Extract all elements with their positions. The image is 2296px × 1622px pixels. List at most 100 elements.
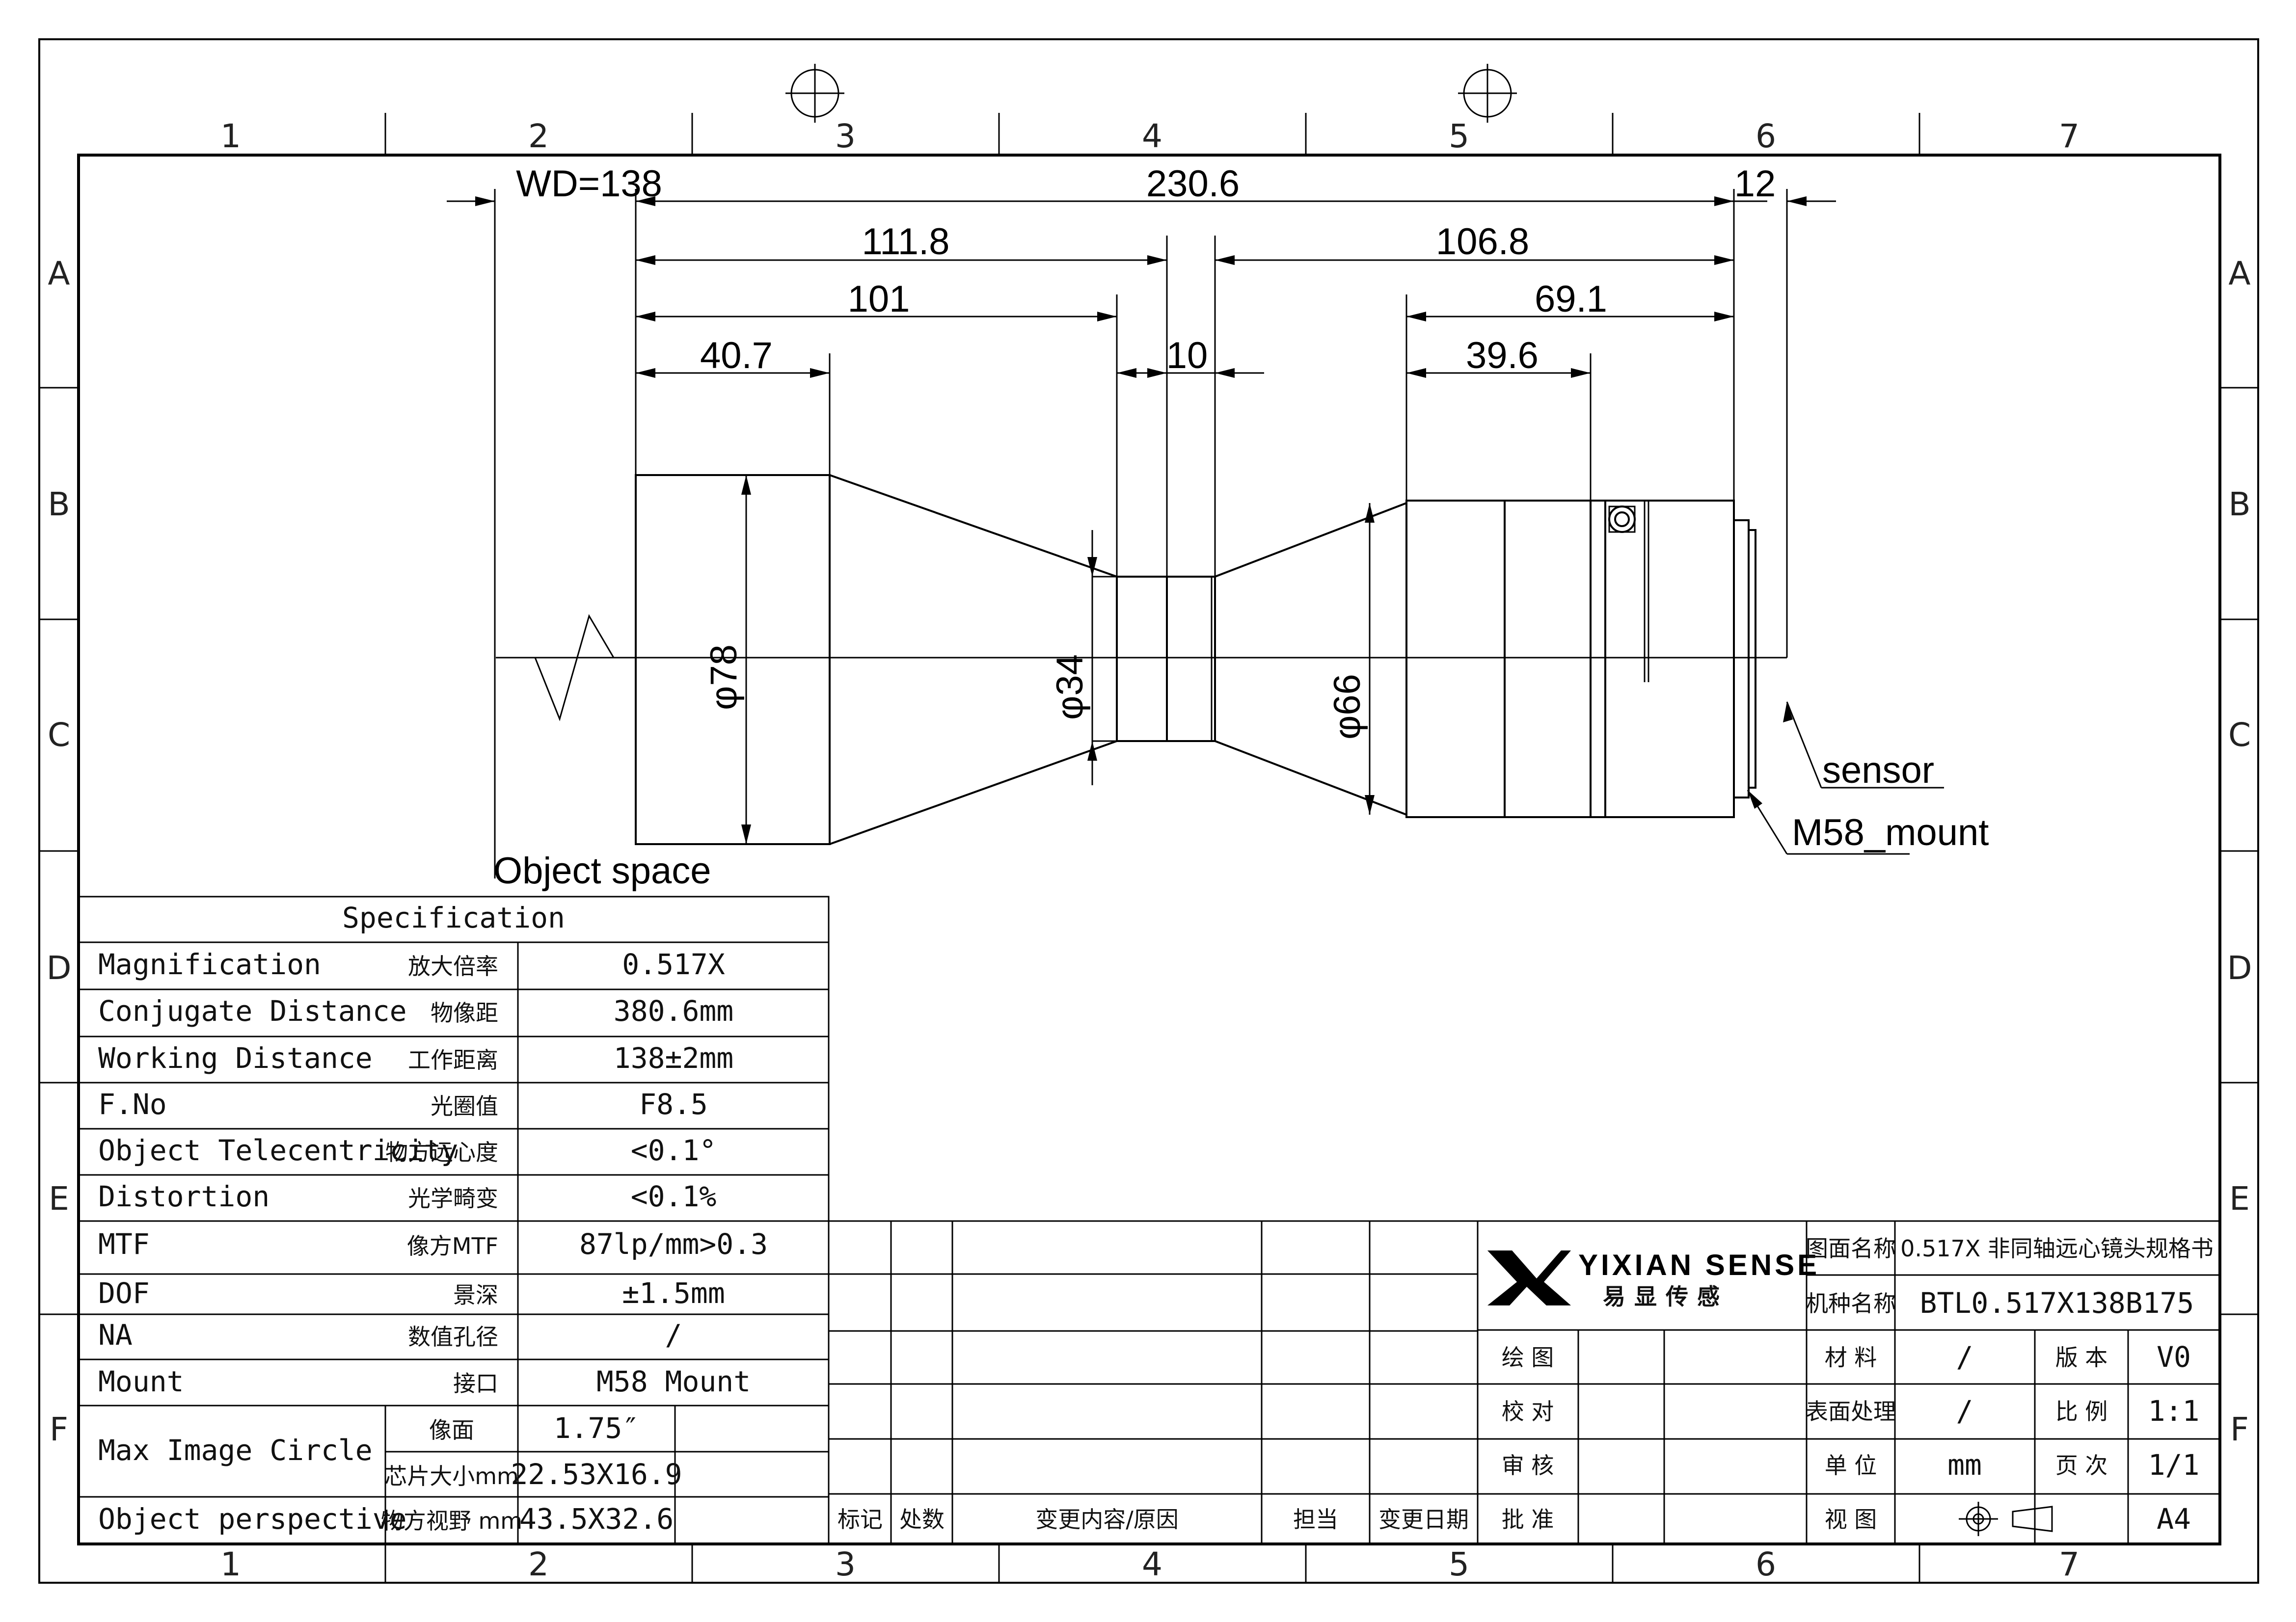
callout-sensor: sensor [1822, 749, 1934, 791]
spec-val: 1.75″ [554, 1411, 640, 1445]
revision-header: 变更日期 [1378, 1506, 1469, 1533]
spec-val: 0.517X [622, 948, 725, 981]
callout-object-space: Object space [493, 850, 711, 892]
spec-val: M58 Mount [596, 1365, 751, 1398]
dim-rear-barrel: 39.6 [1466, 335, 1539, 376]
lens-outline [496, 474, 1787, 845]
zone-col-4-bottom: 4 [1142, 1545, 1162, 1583]
dim-dia-front: φ78 [703, 644, 745, 710]
zone-col-6-bottom: 6 [1756, 1545, 1776, 1583]
revision-header: 变更内容/原因 [1035, 1506, 1179, 1533]
spec-en: Conjugate Distance [98, 994, 407, 1028]
spec-en: Distortion [98, 1180, 270, 1213]
spec-en: Object perspective [98, 1502, 407, 1536]
zone-col-6-top: 6 [1756, 117, 1776, 155]
spec-cn: 光学畸变 [408, 1185, 498, 1212]
dim-front-to-mid: 111.8 [862, 221, 950, 263]
spec-val: 43.5X32.6 [519, 1502, 674, 1536]
revision-header: 处数 [899, 1506, 945, 1533]
spec-table [78, 896, 830, 1545]
zone-row-B-right: B [2228, 485, 2250, 523]
dim-rear-to-mount: 69.1 [1535, 278, 1607, 320]
drawing-name: 0.517X 非同轴远心镜头规格书 [1900, 1235, 2214, 1262]
page-value: 1/1 [2148, 1448, 2200, 1482]
zone-col-7-bottom: 7 [2059, 1545, 2080, 1583]
spec-val: 87lp/mm>0.3 [579, 1227, 768, 1261]
dim-front-barrel: 40.7 [700, 335, 773, 376]
spec-val: <0.1° [631, 1134, 717, 1167]
spec-cn: 接口 [453, 1370, 498, 1397]
drawing-name-label: 图面名称 [1806, 1235, 1896, 1262]
spec-cn: 景深 [453, 1282, 498, 1308]
spec-cn: 像方MTF [407, 1233, 498, 1259]
callout-mount: M58_mount [1792, 812, 1989, 853]
unit-label: 单 位 [1825, 1452, 1877, 1479]
version-value: V0 [2157, 1340, 2191, 1374]
zone-row-E-left: E [49, 1180, 69, 1218]
dim-rear-group: 106.8 [1436, 221, 1529, 263]
zone-row-E-right: E [2229, 1180, 2250, 1218]
spec-cn: 物方视野 mm [381, 1508, 522, 1534]
brand-name: YIXIAN SENSE [1578, 1249, 1820, 1281]
zone-row-D-left: D [47, 949, 72, 987]
zone-row-D-right: D [2227, 949, 2252, 987]
dim-wd: WD=138 [516, 163, 662, 205]
zone-col-1-top: 1 [220, 117, 241, 155]
spec-val: F8.5 [639, 1088, 708, 1121]
spec-cn: 放大倍率 [408, 953, 498, 980]
zone-row-F-left: F [50, 1410, 68, 1448]
centering-mark-icon [785, 64, 1517, 123]
dim-front-to-neck: 101 [848, 278, 910, 320]
model-name: BTL0.517X138B175 [1920, 1286, 2194, 1320]
zone-col-4-top: 4 [1142, 117, 1162, 155]
spec-cn: 数值孔径 [408, 1324, 498, 1350]
zone-col-3-top: 3 [835, 117, 856, 155]
outer-frame [38, 38, 2259, 1584]
spec-cn: 光圈值 [431, 1093, 498, 1119]
dim-neck-ring: 10 [1166, 335, 1208, 376]
dimension-lines [447, 189, 1836, 878]
spec-val: <0.1% [631, 1180, 717, 1213]
spec-val: 380.6mm [614, 994, 733, 1028]
spec-title: Specification [342, 901, 565, 934]
spec-cn: 芯片大小mm [384, 1463, 519, 1489]
material-value: / [1956, 1340, 1973, 1374]
paper-size: A4 [2157, 1502, 2191, 1536]
spec-en: Max Image Circle [98, 1434, 373, 1467]
spec-cn: 物方远心度 [385, 1139, 498, 1166]
zone-col-3-bottom: 3 [835, 1545, 856, 1583]
spec-en: Mount [98, 1365, 184, 1398]
revision-table [828, 1220, 1479, 1545]
spec-val: 22.53X16.9 [511, 1458, 682, 1491]
view-label: 视 图 [1825, 1506, 1877, 1533]
spec-val: / [665, 1318, 682, 1352]
spec-val: ±1.5mm [622, 1276, 725, 1310]
yixian-logo-icon [1487, 1250, 1571, 1305]
signoff-label: 批 准 [1502, 1506, 1554, 1533]
surface-value: / [1956, 1394, 1973, 1428]
spec-en: DOF [98, 1276, 150, 1310]
spec-en: Object Telecentricity [98, 1134, 458, 1167]
zone-row-C-left: C [48, 716, 70, 754]
revision-header: 标记 [837, 1506, 883, 1533]
zone-row-B-left: B [48, 485, 70, 523]
dim-back: 12 [1734, 163, 1776, 205]
page-label: 页 次 [2055, 1452, 2108, 1479]
material-label: 材 料 [1825, 1344, 1877, 1371]
spec-cn: 像面 [429, 1417, 474, 1443]
signoff-label: 绘 图 [1502, 1344, 1554, 1371]
spec-cn: 工作距离 [408, 1047, 498, 1073]
unit-value: mm [1947, 1448, 1982, 1482]
scale-label: 比 例 [2055, 1398, 2108, 1425]
zone-row-A-left: A [48, 255, 70, 292]
dim-dia-rear: φ66 [1326, 674, 1368, 740]
spec-cn: 物像距 [431, 1000, 498, 1026]
dim-total: 230.6 [1146, 163, 1240, 205]
dimension-arrows [475, 196, 1807, 844]
revision-header: 担当 [1293, 1506, 1338, 1533]
zone-col-1-bottom: 1 [220, 1545, 241, 1583]
spec-en: Working Distance [98, 1041, 373, 1075]
signoff-label: 审 核 [1502, 1452, 1554, 1479]
scale-value: 1:1 [2148, 1394, 2200, 1428]
